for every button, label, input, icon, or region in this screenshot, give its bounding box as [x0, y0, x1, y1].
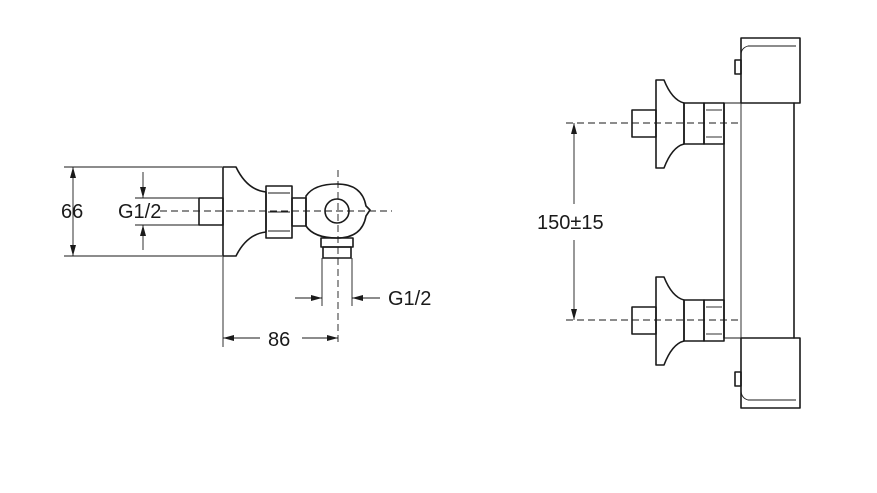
front-view: 150±15	[537, 37, 801, 409]
dimension-86: 86	[222, 256, 338, 351]
front-view-lower-inlet	[631, 276, 725, 366]
dimension-outlet-thread-label: G1/2	[388, 288, 431, 310]
dimension-66-label: 66	[61, 201, 83, 223]
dimension-150: 150±15	[537, 123, 604, 320]
dimension-86-label: 86	[268, 329, 290, 351]
front-view-mixer-body	[723, 37, 801, 409]
front-view-upper-inlet	[631, 79, 725, 169]
side-view: 66 G1/2 G1/2 86	[61, 166, 431, 351]
dimension-inlet-thread-label: G1/2	[118, 201, 161, 223]
dimension-inlet-thread: G1/2	[118, 172, 199, 250]
dimension-outlet-thread: G1/2	[295, 258, 431, 310]
side-view-valve-body	[198, 166, 371, 259]
dimension-150-label: 150±15	[537, 212, 604, 234]
dimension-66: 66	[61, 166, 222, 257]
